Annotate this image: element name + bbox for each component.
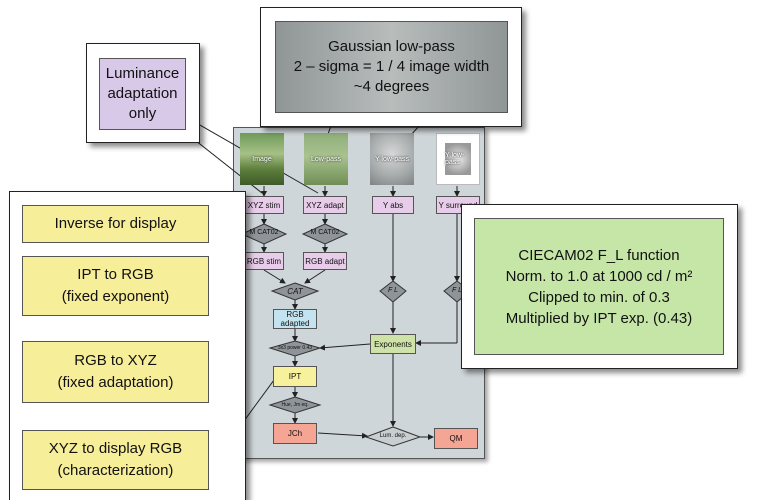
y-abs-node: Y abs <box>372 196 414 214</box>
fl-label-2: F L <box>452 287 462 294</box>
gaussian-line-3: ~4 degrees <box>353 78 430 95</box>
mcat-label-1: M CAT02 <box>249 229 279 236</box>
ciecam-line-2: Norm. to 1.0 at 1000 cd / m² <box>505 267 693 285</box>
fl-diamond-1 <box>379 280 407 303</box>
luminance-line-1: Luminance <box>105 65 180 82</box>
power-label: 3x3 power 0.43 <box>277 345 313 351</box>
image-thumbnail: Image <box>240 133 284 185</box>
exponents-node: Exponents <box>370 334 416 354</box>
ciecam-line-4: Multiplied by IPT exp. (0.43) <box>505 309 693 327</box>
lum-dep-label: Lum. dep. <box>379 433 407 439</box>
ciecam-line-1: CIECAM02 F_L function <box>518 246 680 264</box>
cat-label: CAT <box>287 287 303 296</box>
rgb-adapt-node: RGB adapt <box>303 252 347 270</box>
luminance-line-3: only <box>128 105 157 122</box>
lum-dep-diamond <box>364 426 422 447</box>
cat-diamond <box>270 282 320 301</box>
rgb-adapted-node: RGB adapted <box>273 309 317 329</box>
gaussian-line-2: 2 – sigma = 1 / 4 image width <box>293 58 490 75</box>
step-inverse-for-display: Inverse for display <box>22 205 209 243</box>
hue-label: Hue, Jm eq. <box>281 402 309 408</box>
luminance-adaptation-box: Luminance adaptation only <box>99 58 186 130</box>
gaussian-lowpass-box: Gaussian low-pass 2 – sigma = 1 / 4 imag… <box>275 21 508 113</box>
step-ipt-to-rgb: IPT to RGB(fixed exponent) <box>22 256 209 316</box>
mcat-diamond-1 <box>240 223 288 245</box>
xyz-adapt-node: XYZ adapt <box>303 196 347 214</box>
jch-node: JCh <box>273 423 317 444</box>
ciecam-fl-box: CIECAM02 F_L function Norm. to 1.0 at 10… <box>474 218 724 355</box>
luminance-line-2: adaptation <box>107 85 178 102</box>
rgb-stim-node: RGB stim <box>244 252 284 270</box>
qm-node: QM <box>434 428 478 449</box>
hue-diamond <box>268 396 322 414</box>
power-diamond <box>268 340 322 357</box>
xyz-stim-node: XYZ stim <box>244 196 284 214</box>
step-xyz-to-display-rgb: XYZ to display RGB(characterization) <box>22 430 209 490</box>
y-surround-thumbnail: Y low-pass <box>436 133 480 185</box>
mcat-label-2: M CAT02 <box>310 229 340 236</box>
ciecam-line-3: Clipped to min. of 0.3 <box>528 288 670 306</box>
y-lowpass-thumbnail: Y low-pass <box>370 133 414 185</box>
ipt-node: IPT <box>273 366 317 387</box>
mcat-diamond-2 <box>301 223 349 245</box>
fl-label-1: F L <box>388 287 398 294</box>
step-rgb-to-xyz: RGB to XYZ(fixed adaptation) <box>22 341 209 403</box>
gaussian-line-1: Gaussian low-pass <box>328 38 455 55</box>
lowpass-thumbnail: Low-pass <box>304 133 348 185</box>
